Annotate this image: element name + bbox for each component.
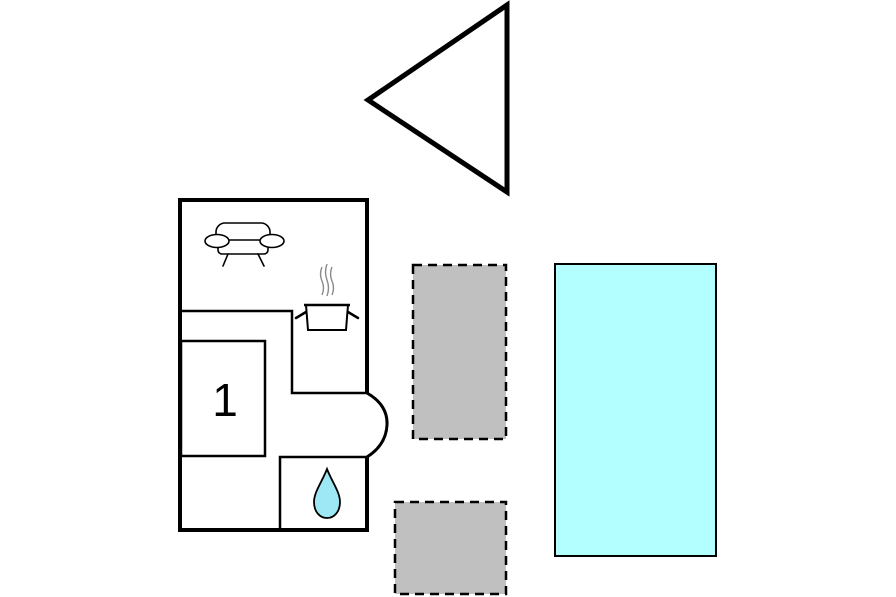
bedroom-1: 1	[179, 339, 267, 458]
interior-walls	[180, 309, 367, 530]
pool	[554, 263, 717, 557]
terrace-upper	[411, 263, 508, 441]
bay-wall	[366, 391, 389, 459]
bedroom-1-outline	[179, 339, 267, 458]
bedroom-1-label: 1	[212, 374, 238, 426]
steam-lines	[319, 263, 335, 297]
water-drop-icon	[313, 466, 341, 519]
sofa-icon	[204, 222, 285, 267]
north-triangle-icon	[363, 0, 510, 197]
house-outline	[178, 198, 389, 532]
terrace-lower	[393, 500, 508, 596]
cooking-pot-icon	[294, 263, 360, 331]
